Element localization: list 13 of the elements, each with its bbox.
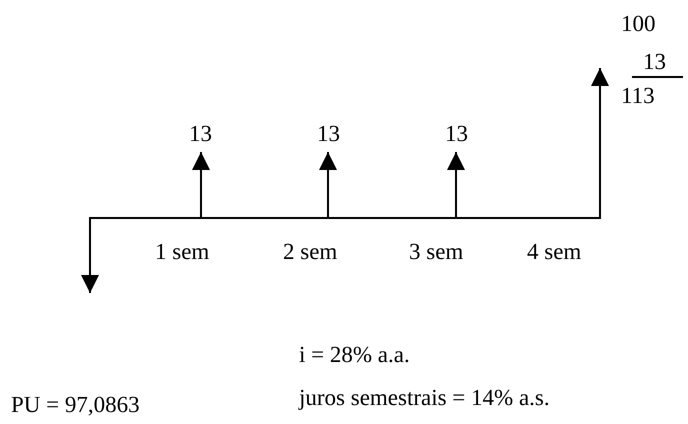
period-label: 2 sem — [283, 240, 338, 263]
amount-label: 100 — [621, 12, 656, 35]
rate-note: juros semestrais = 14% a.s. — [299, 386, 550, 409]
amount-label: 13 — [445, 122, 468, 145]
period-label: 1 sem — [155, 240, 210, 263]
period-label: 4 sem — [527, 240, 582, 263]
rate-note: i = 28% a.a. — [299, 343, 410, 366]
period-label: 3 sem — [409, 240, 464, 263]
amount-label: 13 — [317, 122, 340, 145]
price-label: PU = 97,0863 — [11, 393, 140, 416]
amount-label: 13 — [643, 50, 666, 73]
amount-label: 13 — [189, 122, 212, 145]
amount-label: 113 — [621, 84, 655, 107]
